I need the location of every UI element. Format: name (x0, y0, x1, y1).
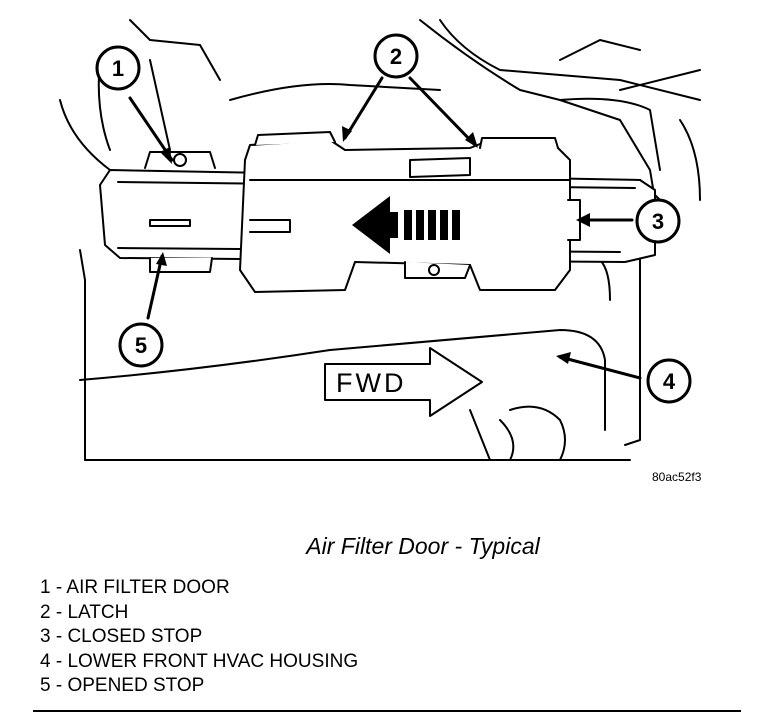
legend-item: 5 - OPENED STOP (40, 675, 205, 697)
bottom-divider (33, 710, 741, 712)
callout-4: 4 (646, 358, 692, 404)
callout-5-label: 5 (135, 333, 147, 358)
callout-3: 3 (635, 198, 681, 244)
callout-1-label: 1 (112, 56, 124, 81)
callout-4-label: 4 (663, 369, 676, 394)
callout-2: 2 (373, 33, 419, 79)
legend-item: 2 - LATCH (40, 601, 129, 623)
callout-1: 1 (95, 45, 141, 91)
figure-caption: Air Filter Door - Typical (306, 533, 540, 559)
legend-item: 4 - LOWER FRONT HVAC HOUSING (40, 650, 359, 672)
callout-3-label: 3 (652, 209, 664, 234)
callout-2-label: 2 (390, 44, 402, 69)
slide-arrow-icon (352, 196, 460, 254)
fwd-label: FWD (336, 368, 406, 398)
legend: 1 - AIR FILTER DOOR 2 - LATCH 3 - CLOSED… (40, 576, 358, 699)
figure-id: 80ac52f3 (652, 470, 702, 484)
arrowheads (156, 126, 590, 364)
fwd-arrow-icon (324, 347, 483, 417)
legend-item: 1 - AIR FILTER DOOR (40, 577, 230, 598)
air-filter-door-diagram: FWD 1 2 3 4 5 (59, 19, 701, 461)
legend-item: 3 - CLOSED STOP (40, 626, 203, 648)
callout-5: 5 (118, 322, 164, 368)
